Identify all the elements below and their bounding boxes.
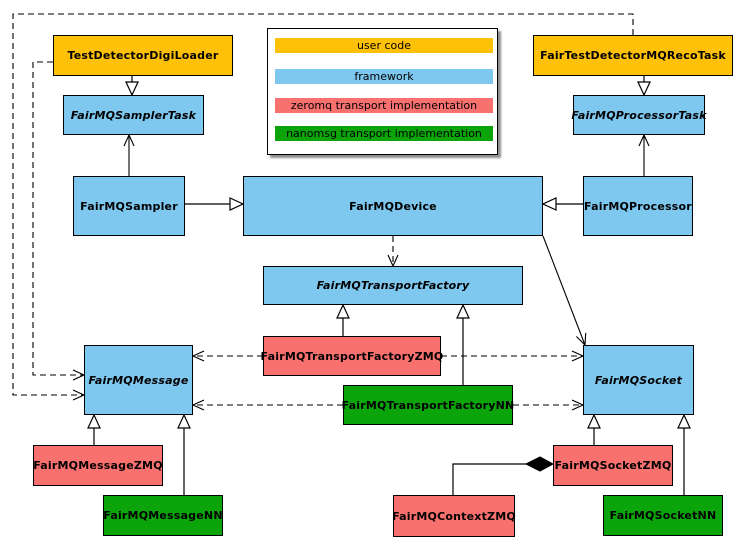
node-label: FairMQProcessorTask — [571, 108, 707, 122]
node-fairmqdevice: FairMQDevice — [243, 176, 543, 236]
node-label: FairMQDevice — [349, 199, 437, 213]
node-label: FairMQMessageNN — [103, 509, 223, 522]
node-label: FairMQSocket — [594, 373, 683, 387]
node-label: FairMQSamplerTask — [70, 108, 197, 122]
node-label: FairMQProcessor — [584, 199, 692, 213]
node-fairmqsamplertask: FairMQSamplerTask — [63, 95, 204, 135]
composition-line-contextzmq-to-socketzmq — [452, 463, 527, 495]
legend-item-user-code: user code — [275, 38, 493, 53]
node-fairmqsocketzmq: FairMQSocketZMQ — [553, 445, 673, 486]
node-label: FairMQTransportFactory — [316, 279, 470, 292]
node-fairmqsocketnn: FairMQSocketNN — [603, 495, 723, 536]
legend-item-framework: framework — [275, 69, 493, 84]
node-fairtestdetectormqrecotask: FairTestDetectorMQRecoTask — [533, 35, 733, 76]
legend-item-zeromq: zeromq transport implementation — [275, 98, 493, 113]
node-label: FairTestDetectorMQRecoTask — [540, 49, 726, 62]
node-testdetectordigiloader: TestDetectorDigiLoader — [53, 35, 233, 76]
node-label: FairMQTransportFactoryNN — [341, 398, 515, 412]
node-label: FairMQMessageZMQ — [33, 459, 163, 472]
node-label: FairMQMessage — [88, 373, 189, 387]
node-label: FairMQTransportFactoryZMQ — [260, 349, 444, 363]
node-fairmqtransportfactoryzmq: FairMQTransportFactoryZMQ — [260, 336, 444, 376]
node-fairmqprocessor: FairMQProcessor — [583, 176, 693, 236]
node-label: FairMQSampler — [80, 199, 178, 213]
node-label: FairMQSocketZMQ — [554, 459, 672, 472]
node-fairmqtransportfactory: FairMQTransportFactory — [263, 266, 523, 305]
node-label: FairMQSocketNN — [609, 509, 717, 522]
node-fairmqmessage: FairMQMessage — [84, 345, 193, 415]
legend-item-nanomsg: nanomsg transport implementation — [275, 126, 493, 141]
node-label: FairMQContextZMQ — [392, 509, 516, 523]
composition-diamond-icon — [524, 456, 555, 472]
node-fairmqsocket: FairMQSocket — [583, 345, 694, 415]
node-fairmqtransportfactorynn: FairMQTransportFactoryNN — [341, 385, 515, 425]
node-fairmqcontextzmq: FairMQContextZMQ — [392, 495, 516, 537]
legend: user code framework zeromq transport imp… — [267, 28, 498, 155]
association-arrow-device-to-socket — [542, 235, 587, 347]
node-fairmqprocessortask: FairMQProcessorTask — [571, 95, 707, 135]
node-fairmqmessagezmq: FairMQMessageZMQ — [33, 445, 163, 486]
node-fairmqmessagenn: FairMQMessageNN — [103, 495, 223, 536]
node-fairmqsampler: FairMQSampler — [73, 176, 185, 236]
node-label: TestDetectorDigiLoader — [67, 49, 219, 62]
